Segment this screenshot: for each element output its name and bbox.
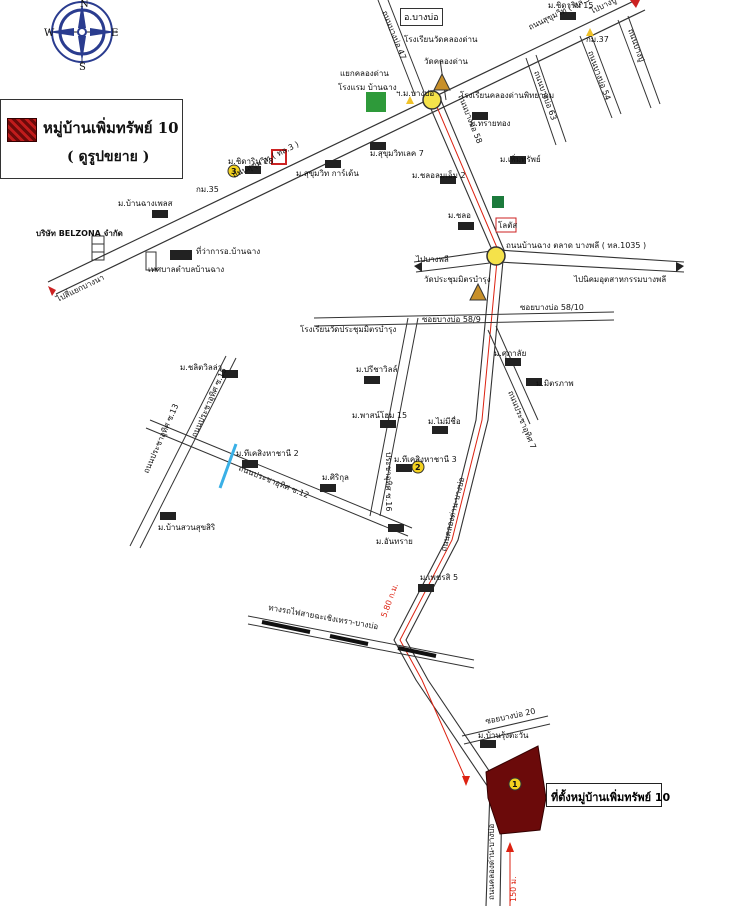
label-ban-d: ม.เพิ่มทรัพย์ — [500, 153, 541, 164]
label-village-18: ม.ชิดาริน 18 — [228, 157, 273, 166]
label-ban-n: ม.ทีเคสิงหาชานี 3 — [394, 455, 457, 464]
compass-n: N — [80, 0, 89, 10]
marker-2-text: 2 — [415, 463, 421, 472]
label-intersection: แยกคลองด่าน — [340, 69, 389, 78]
road-label-prachauthit-15: ถนนประชาอุทิศ ซ.15 — [190, 366, 229, 438]
label-hotel: โรงแรม บ้านฉาง — [338, 82, 397, 92]
place-labels: โรงเรียนวัดคลองด่าน วัดคลองด่าน แยกคลองด… — [36, 1, 609, 740]
arrow-icon — [676, 262, 684, 272]
label-ban-e: ม.ชลอลมเอ็ม 2 — [412, 170, 466, 180]
road-label-prachauthit-16: ประชาอุทิศ ซ.16 — [384, 452, 393, 511]
label-ban-b: ม.สุขุมวิท การ์เด้น — [296, 168, 359, 178]
road-label-soi-20: ซอยบางบ่อ 20 — [485, 707, 537, 726]
marker-3-icon — [227, 164, 241, 178]
railway — [247, 615, 475, 669]
store-icon — [492, 196, 504, 208]
roundabout-icon — [422, 90, 442, 110]
label-ban-f: ม.ชลอ — [448, 211, 471, 220]
lotus-label: โลตัส — [498, 220, 517, 230]
road-label-main-lower: ถนนคลองด่าน-บางบ่อ — [487, 824, 496, 900]
road-sukhumvit — [47, 0, 646, 295]
label-km-top: กม.37 — [586, 35, 609, 44]
road-bangphli — [413, 249, 685, 273]
label-wat-a: วัดคลองด่าน — [424, 57, 468, 66]
legend-swatch — [7, 118, 37, 142]
arrow-icon — [48, 286, 56, 296]
road-label-to-bangphli: ไปบางพลี — [415, 255, 449, 264]
distance-last-leg: 150 ม. — [509, 876, 518, 902]
label-school-c: โรงเรียนวัดประชุมมิตรบำรุง — [300, 324, 396, 334]
bridge-icon — [218, 443, 238, 489]
label-district: ที่ว่าการอ.บ้านฉาง — [196, 245, 260, 256]
village-icons — [152, 12, 576, 748]
route-arrow-up — [506, 842, 514, 852]
road-label-to-latkrabang: ไปนิคมอุตสาหกรรมบางพลี — [573, 275, 666, 284]
label-km-mid: กม.35 — [196, 185, 219, 194]
label-ban-q: ม.บ้านสวนสุขสิริ — [158, 523, 216, 532]
label-bangbo-box: อ.บางบ่อ — [400, 8, 443, 26]
road-label-upper-right: ถนนบางปู — [625, 28, 646, 64]
label-school-b: โรงเรียนคลองด่านพิทยาคม — [460, 90, 554, 100]
marker-3-text: 3 — [231, 167, 237, 176]
building-icon — [145, 251, 157, 271]
site-callout: ที่ตั้งหมู่บ้านเพิ่มทรัพย์ 10 — [546, 783, 670, 807]
label-wat-b: วัดประชุมมิตรบำรุง — [424, 275, 491, 284]
label-ban-i: ม.มิตรภาพ — [536, 379, 574, 388]
legend: หมู่บ้านเพิ่มทรัพย์ 10 ( ดูรูปขยาย ) — [0, 99, 183, 179]
arrow-icon — [630, 0, 640, 8]
road-label-soi-5810: ซอยบางบ่อ 58/10 — [520, 303, 584, 312]
compass-rose: N S E W — [44, 0, 118, 73]
road-soi-58 — [313, 311, 615, 517]
bell-icon — [406, 96, 414, 104]
road-label-prachauthit-13: ถนนประชาอุทิศ ซ.13 — [142, 402, 181, 474]
road-prachauthit — [129, 355, 413, 549]
sign-icon — [271, 149, 287, 165]
route-arrow — [462, 776, 470, 786]
legend-title: หมู่บ้านเพิ่มทรัพย์ 10 — [43, 119, 179, 137]
label-ban-a: ม.สุขุมวิทเลค 7 — [370, 149, 424, 158]
hotel-icon — [366, 92, 386, 112]
label-ban-p: ม.ศิริกุล — [322, 473, 349, 482]
roundabout-icon — [486, 246, 506, 266]
label-ban-c: ม.ทรายทอง — [470, 119, 511, 128]
label-police: ฯ.ม.บางบ่อ — [396, 89, 434, 98]
temple-icon — [433, 72, 451, 91]
marker-1-icon — [508, 777, 522, 791]
road-label-bangphli: ถนนบ้านฉาง ตลาด บางพลี ( ทล.1035 ) — [506, 241, 646, 250]
side-streets — [377, 0, 661, 146]
label-village-15: ม.ชิดาริน 15 — [548, 1, 593, 10]
label-ban-g: ม.บ้านฉางเพลส — [118, 199, 173, 208]
arrow-icon — [414, 262, 422, 272]
road-label-prachauthit-7: ถนนประชาอุทิศ 7 — [506, 389, 538, 450]
compass-s: S — [79, 62, 86, 73]
road-soi-20 — [461, 715, 551, 745]
legend-subtitle: ( ดูรูปขยาย ) — [67, 149, 150, 165]
label-ban-t: ม.บ้านรุ้งตะวัน — [478, 731, 529, 740]
label-ban-s: ม.เพชรสิ 5 — [420, 573, 458, 582]
lotus-icon — [495, 217, 517, 233]
temple-icon — [469, 282, 487, 301]
bell-icon — [586, 28, 594, 36]
distance-main: 5.80 ก.ม. — [379, 582, 400, 618]
building-icon — [91, 235, 105, 261]
road-label-main: ถนนคลองด่าน-บางบ่อ — [439, 476, 466, 552]
label-ban-k: ม.ปรีชาวิลล์ — [356, 364, 398, 374]
label-ban-h: ม.ศุภาลัย — [494, 349, 526, 358]
label-municipality: เทศบาลตำบลบ้านฉาง — [148, 265, 224, 274]
road-label-soi-589: ซอยบางบ่อ 58/9 — [422, 315, 481, 324]
compass-e: E — [111, 28, 118, 39]
label-ban-l: ม.พาสน์โฮม 15 — [352, 410, 407, 420]
label-ban-m: ม.ไม่มีชื่อ — [428, 415, 461, 426]
label-school-a: โรงเรียนวัดคลองด่าน — [404, 34, 478, 44]
compass-w: W — [44, 28, 55, 39]
marker-1-text: 1 — [512, 780, 518, 789]
label-ban-j: ม.ชลิตวิลล่า — [180, 363, 222, 372]
label-ban-r: ม.อันทราย — [376, 537, 413, 546]
label-belzona: บริษัท BELZONA จำกัด — [36, 229, 123, 238]
label-ban-o: ม.ทีเคสิงหาชานี 2 — [236, 449, 299, 458]
